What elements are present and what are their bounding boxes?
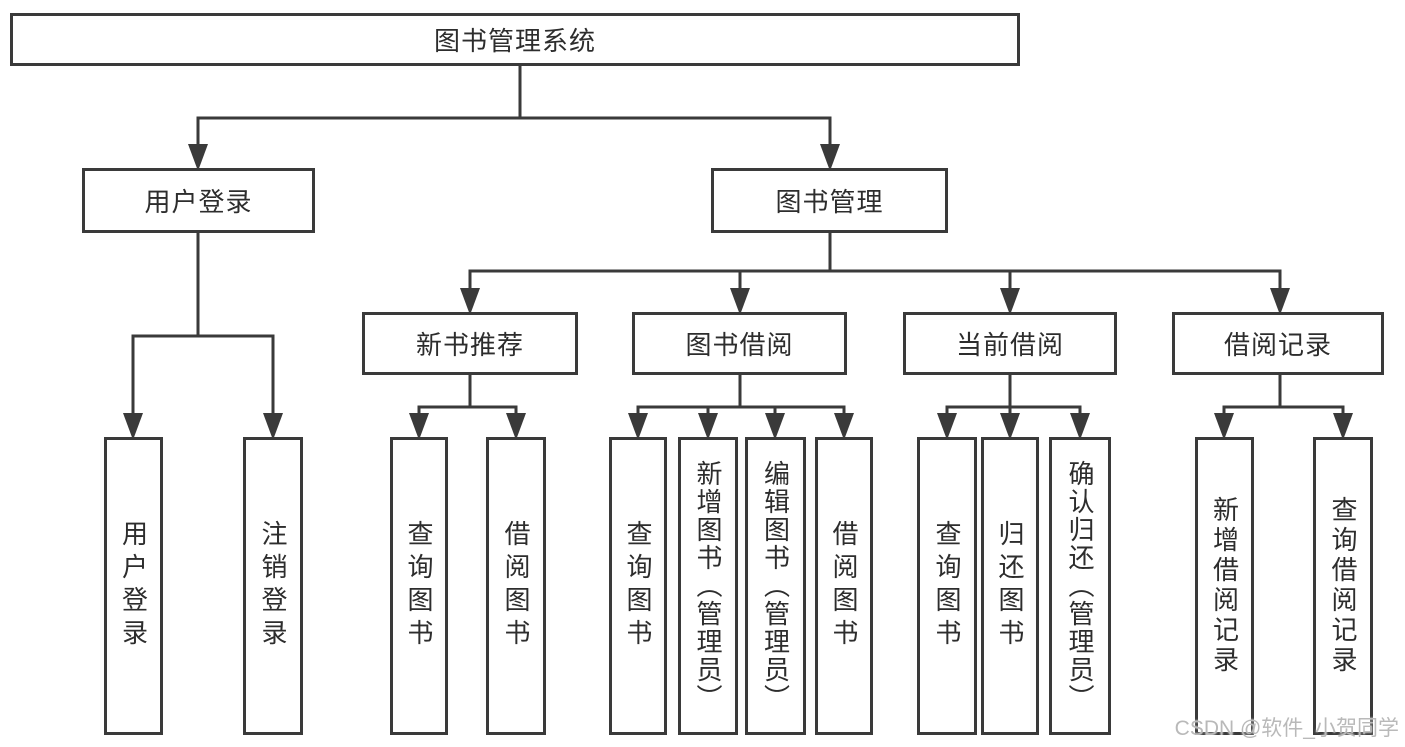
node-label: 借阅记录 bbox=[1223, 330, 1332, 360]
leaf-query-borrow-record: 查询借阅记录 bbox=[1313, 437, 1373, 735]
node-book-borrow: 图书借阅 bbox=[632, 312, 847, 375]
leaf-add-books-admin: 新增图书（管理员） bbox=[678, 437, 738, 735]
node-label: 查询图书 bbox=[404, 520, 434, 652]
edge-user-login-branch bbox=[131, 334, 275, 415]
arrowhead-icon bbox=[1270, 288, 1290, 315]
node-label: 注销登录 bbox=[258, 520, 288, 652]
node-label: 用户登录 bbox=[118, 520, 149, 652]
node-label: 归还图书 bbox=[995, 520, 1025, 652]
node-label: 查询借阅记录 bbox=[1328, 496, 1358, 676]
node-label: 编辑图书（管理员） bbox=[760, 460, 791, 712]
leaf-return-books: 归还图书 bbox=[981, 437, 1039, 735]
arrowhead-icon bbox=[820, 144, 840, 171]
arrowhead-icon bbox=[263, 413, 283, 440]
node-label: 查询图书 bbox=[932, 520, 962, 652]
node-book-management: 图书管理 bbox=[711, 168, 948, 233]
node-new-book-recommend: 新书推荐 bbox=[362, 312, 578, 375]
leaf-confirm-return-admin: 确认归还（管理员） bbox=[1049, 437, 1111, 735]
leaf-add-borrow-record: 新增借阅记录 bbox=[1195, 437, 1254, 735]
arrowhead-icon bbox=[1000, 413, 1020, 440]
arrowhead-icon bbox=[1333, 413, 1353, 440]
edge-newbook-branch bbox=[417, 405, 518, 415]
edge-borrow-branch bbox=[636, 405, 846, 415]
node-label: 图书借阅 bbox=[685, 330, 794, 360]
arrowhead-icon bbox=[730, 288, 750, 315]
leaf-query-books-borrow: 查询图书 bbox=[609, 437, 667, 735]
node-label: 图书管理系统 bbox=[433, 26, 596, 56]
leaf-borrow-books: 借阅图书 bbox=[815, 437, 873, 735]
edge-level3-branch bbox=[468, 269, 1282, 290]
arrowhead-icon bbox=[188, 144, 208, 171]
arrowhead-icon bbox=[1070, 413, 1090, 440]
node-label: 新增借阅记录 bbox=[1209, 496, 1240, 676]
arrowhead-icon bbox=[1000, 288, 1020, 315]
node-label: 查询图书 bbox=[623, 520, 653, 652]
leaf-logout: 注销登录 bbox=[243, 437, 303, 735]
edge-level2-branch bbox=[196, 116, 832, 146]
node-root-system: 图书管理系统 bbox=[10, 13, 1020, 66]
arrowhead-icon bbox=[834, 413, 854, 440]
leaf-query-books-current: 查询图书 bbox=[917, 437, 977, 735]
leaf-user-login: 用户登录 bbox=[104, 437, 163, 735]
leaf-borrow-books-recommend: 借阅图书 bbox=[486, 437, 546, 735]
arrowhead-icon bbox=[506, 413, 526, 440]
leaf-query-books-recommend: 查询图书 bbox=[390, 437, 448, 735]
node-label: 用户登录 bbox=[144, 187, 253, 217]
node-label: 借阅图书 bbox=[501, 520, 531, 652]
node-borrow-records: 借阅记录 bbox=[1172, 312, 1384, 375]
node-label: 借阅图书 bbox=[829, 520, 859, 652]
node-label: 确认归还（管理员） bbox=[1065, 460, 1095, 712]
node-current-borrow: 当前借阅 bbox=[903, 312, 1117, 375]
node-label: 图书管理 bbox=[775, 187, 884, 217]
node-user-login: 用户登录 bbox=[82, 168, 315, 233]
arrowhead-icon bbox=[937, 413, 957, 440]
leaf-edit-books-admin: 编辑图书（管理员） bbox=[745, 437, 806, 735]
arrowhead-icon bbox=[409, 413, 429, 440]
node-label: 新书推荐 bbox=[415, 330, 524, 360]
csdn-watermark: CSDN @软件_小贺同学 bbox=[1174, 717, 1399, 740]
node-label: 当前借阅 bbox=[955, 330, 1064, 360]
edge-records-branch bbox=[1222, 405, 1345, 415]
edge-current-branch bbox=[945, 405, 1082, 415]
arrowhead-icon bbox=[698, 413, 718, 440]
node-label: 新增图书（管理员） bbox=[693, 460, 723, 712]
arrowhead-icon bbox=[1214, 413, 1234, 440]
arrowhead-icon bbox=[460, 288, 480, 315]
arrowhead-icon bbox=[765, 413, 785, 440]
arrowhead-icon bbox=[123, 413, 143, 440]
arrowhead-icon bbox=[628, 413, 648, 440]
